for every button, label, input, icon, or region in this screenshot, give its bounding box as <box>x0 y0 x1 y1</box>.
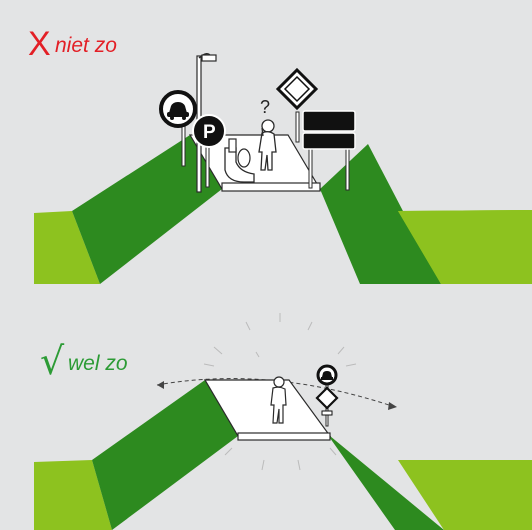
priority-road-sign-icon <box>317 388 337 415</box>
right-slope-bottom <box>289 380 444 530</box>
correct-mark: √ <box>40 339 65 383</box>
wrong-caption: niet zo <box>55 34 117 57</box>
bottom-panel: √ wel zo <box>34 313 532 530</box>
crest-edge-top <box>222 183 320 191</box>
sight-line-arrow-right <box>388 402 397 410</box>
dike-cross-section-top <box>34 135 532 284</box>
left-slope-bottom <box>92 380 238 530</box>
parking-letter: P <box>203 122 216 143</box>
sight-line-arrow-left <box>157 381 164 389</box>
wrong-mark: X <box>28 25 51 63</box>
question-mark: ? <box>260 97 270 117</box>
correct-caption: wel zo <box>68 352 128 375</box>
blank-info-board-icon <box>303 111 355 190</box>
top-panel: X niet zo <box>28 25 532 284</box>
crest-edge-bottom <box>238 433 330 440</box>
